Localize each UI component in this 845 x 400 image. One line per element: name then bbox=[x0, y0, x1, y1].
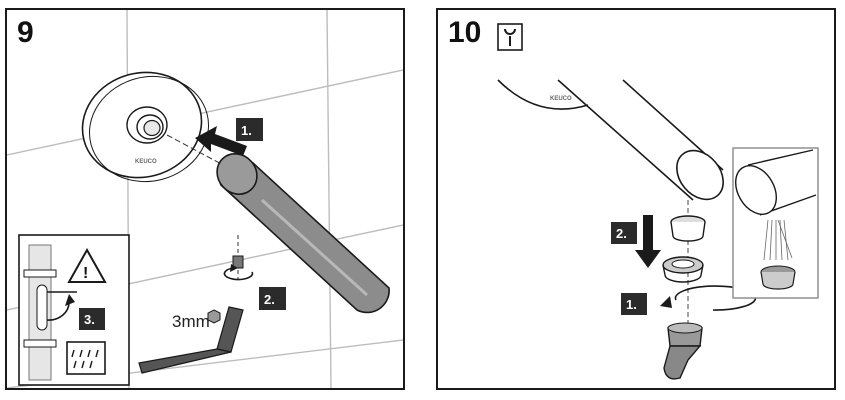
svg-text:!: ! bbox=[83, 265, 88, 282]
warning-icon bbox=[67, 247, 107, 283]
label-step-1-10 bbox=[621, 293, 647, 315]
step-9-illustration: KEUCO 1. 2. 3mm bbox=[7, 10, 403, 388]
step-10-illustration: KEUCO 2. 1. bbox=[497, 23, 819, 380]
step-10-number: 10 bbox=[448, 16, 482, 49]
brand-mark: KEUCO bbox=[135, 159, 157, 165]
shower-icon bbox=[66, 341, 106, 375]
aerator-key-ring bbox=[662, 256, 704, 283]
down-arrow bbox=[635, 215, 661, 268]
detail-inset bbox=[732, 147, 819, 299]
grub-screw bbox=[223, 235, 254, 281]
label-step-1-10-text: 1. bbox=[626, 297, 637, 312]
axis-line bbox=[166, 134, 243, 176]
label-step-3-text: 3. bbox=[84, 312, 95, 327]
label-step-2 bbox=[259, 287, 286, 310]
warning-inset: ! 3. bbox=[18, 234, 130, 386]
aerator-key-tool bbox=[663, 322, 703, 380]
label-step-2-10 bbox=[611, 222, 637, 244]
step-10-panel: 10 KEUCO 2. 1 bbox=[436, 8, 836, 390]
allen-key: 3mm bbox=[138, 306, 244, 374]
step-9-panel: 9 KEUCO 1. bbox=[5, 8, 405, 390]
brand-mark-10: KEUCO bbox=[550, 96, 572, 102]
wall-rosette: KEUCO bbox=[81, 71, 209, 183]
spout-body: KEUCO bbox=[497, 79, 724, 201]
label-step-1-text: 1. bbox=[241, 123, 252, 138]
label-step-2-10-text: 2. bbox=[616, 226, 627, 241]
label-step-3 bbox=[79, 308, 105, 330]
spout-pipe bbox=[216, 153, 390, 314]
tool-size: 3mm bbox=[172, 312, 210, 331]
wrench-icon bbox=[497, 23, 523, 51]
label-step-1 bbox=[236, 118, 263, 141]
step-9-number: 9 bbox=[17, 16, 34, 49]
aerator bbox=[670, 215, 706, 242]
push-arrow bbox=[195, 126, 247, 156]
label-step-2-text: 2. bbox=[264, 292, 275, 307]
